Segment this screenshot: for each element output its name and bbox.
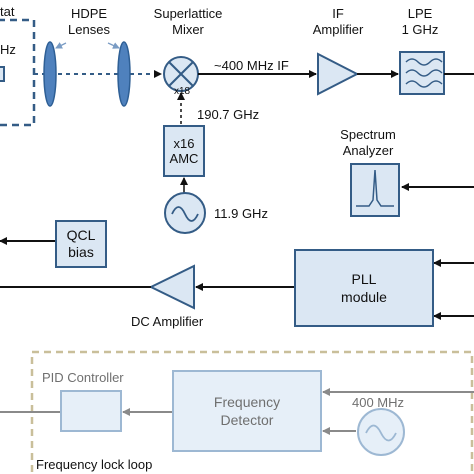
dc-amplifier-label: DC Amplifier (131, 314, 204, 329)
spectrum-analyzer-label-line1: Spectrum (340, 127, 396, 142)
amc-label-line1: x16 (173, 136, 195, 151)
pid-controller-label: PID Controller (42, 370, 124, 385)
hdpe-lens-2 (117, 41, 131, 107)
reference-frequency-label: 400 MHz (352, 395, 405, 410)
hdpe-lenses-line2: Lenses (68, 22, 110, 37)
reference-source-symbol (357, 408, 405, 456)
lens-pointer-right (107, 42, 120, 49)
multiplier-x18-label: x18 (174, 86, 191, 97)
synthesizer-symbol (164, 192, 206, 234)
if-amplifier-symbol (317, 52, 360, 96)
lens-pointer-left (55, 42, 67, 49)
pll-module-box: PLL module (294, 249, 434, 327)
amc-box: x16 AMC (163, 125, 205, 177)
qcl-bias-box: QCL bias (55, 220, 107, 268)
frequency-detector-box: Frequency Detector (172, 370, 322, 452)
frequency-lock-loop-box (30, 350, 474, 474)
cryostat-label: tat (0, 4, 15, 19)
if-amplifier-label-line2: Amplifier (312, 22, 364, 37)
cryostat-box (0, 18, 36, 127)
qcl-bias-label-line2: bias (68, 244, 94, 260)
spectrum-analyzer-label-line2: Analyzer (342, 143, 394, 158)
frequency-detector-label-line1: Frequency (213, 394, 281, 410)
qcl-bias-label-line1: QCL (66, 227, 96, 243)
synthesizer-frequency-label: 11.9 GHz (214, 206, 268, 221)
lpe-filter-symbol (399, 51, 445, 95)
lpe-label-line1: LPE (407, 6, 433, 21)
hdpe-lenses-line1: HDPE (70, 6, 108, 21)
pll-label-line2: module (341, 289, 387, 305)
if-frequency-label: ~400 MHz IF (214, 58, 289, 73)
mixer-label-line2: Mixer (172, 22, 204, 37)
frequency-lock-loop-label: Frequency lock loop (36, 457, 153, 472)
cryostat-freq-label: Hz (0, 42, 16, 57)
lpe-label-line2: 1 GHz (401, 22, 439, 37)
mixer-symbol (163, 56, 199, 92)
hdpe-lens-1 (43, 41, 57, 107)
lo-frequency-label: 190.7 GHz (197, 107, 260, 122)
cryostat-inner-box (0, 66, 5, 82)
dc-amplifier-symbol (148, 264, 195, 310)
pll-label-line1: PLL (351, 271, 377, 287)
mixer-label-line1: Superlattice (153, 6, 223, 21)
amc-label-line2: AMC (169, 151, 199, 166)
frequency-detector-label-line2: Detector (220, 412, 274, 428)
pid-controller-box (60, 390, 122, 432)
if-amplifier-label-line1: IF (332, 6, 344, 21)
spectrum-analyzer-symbol (350, 163, 400, 217)
